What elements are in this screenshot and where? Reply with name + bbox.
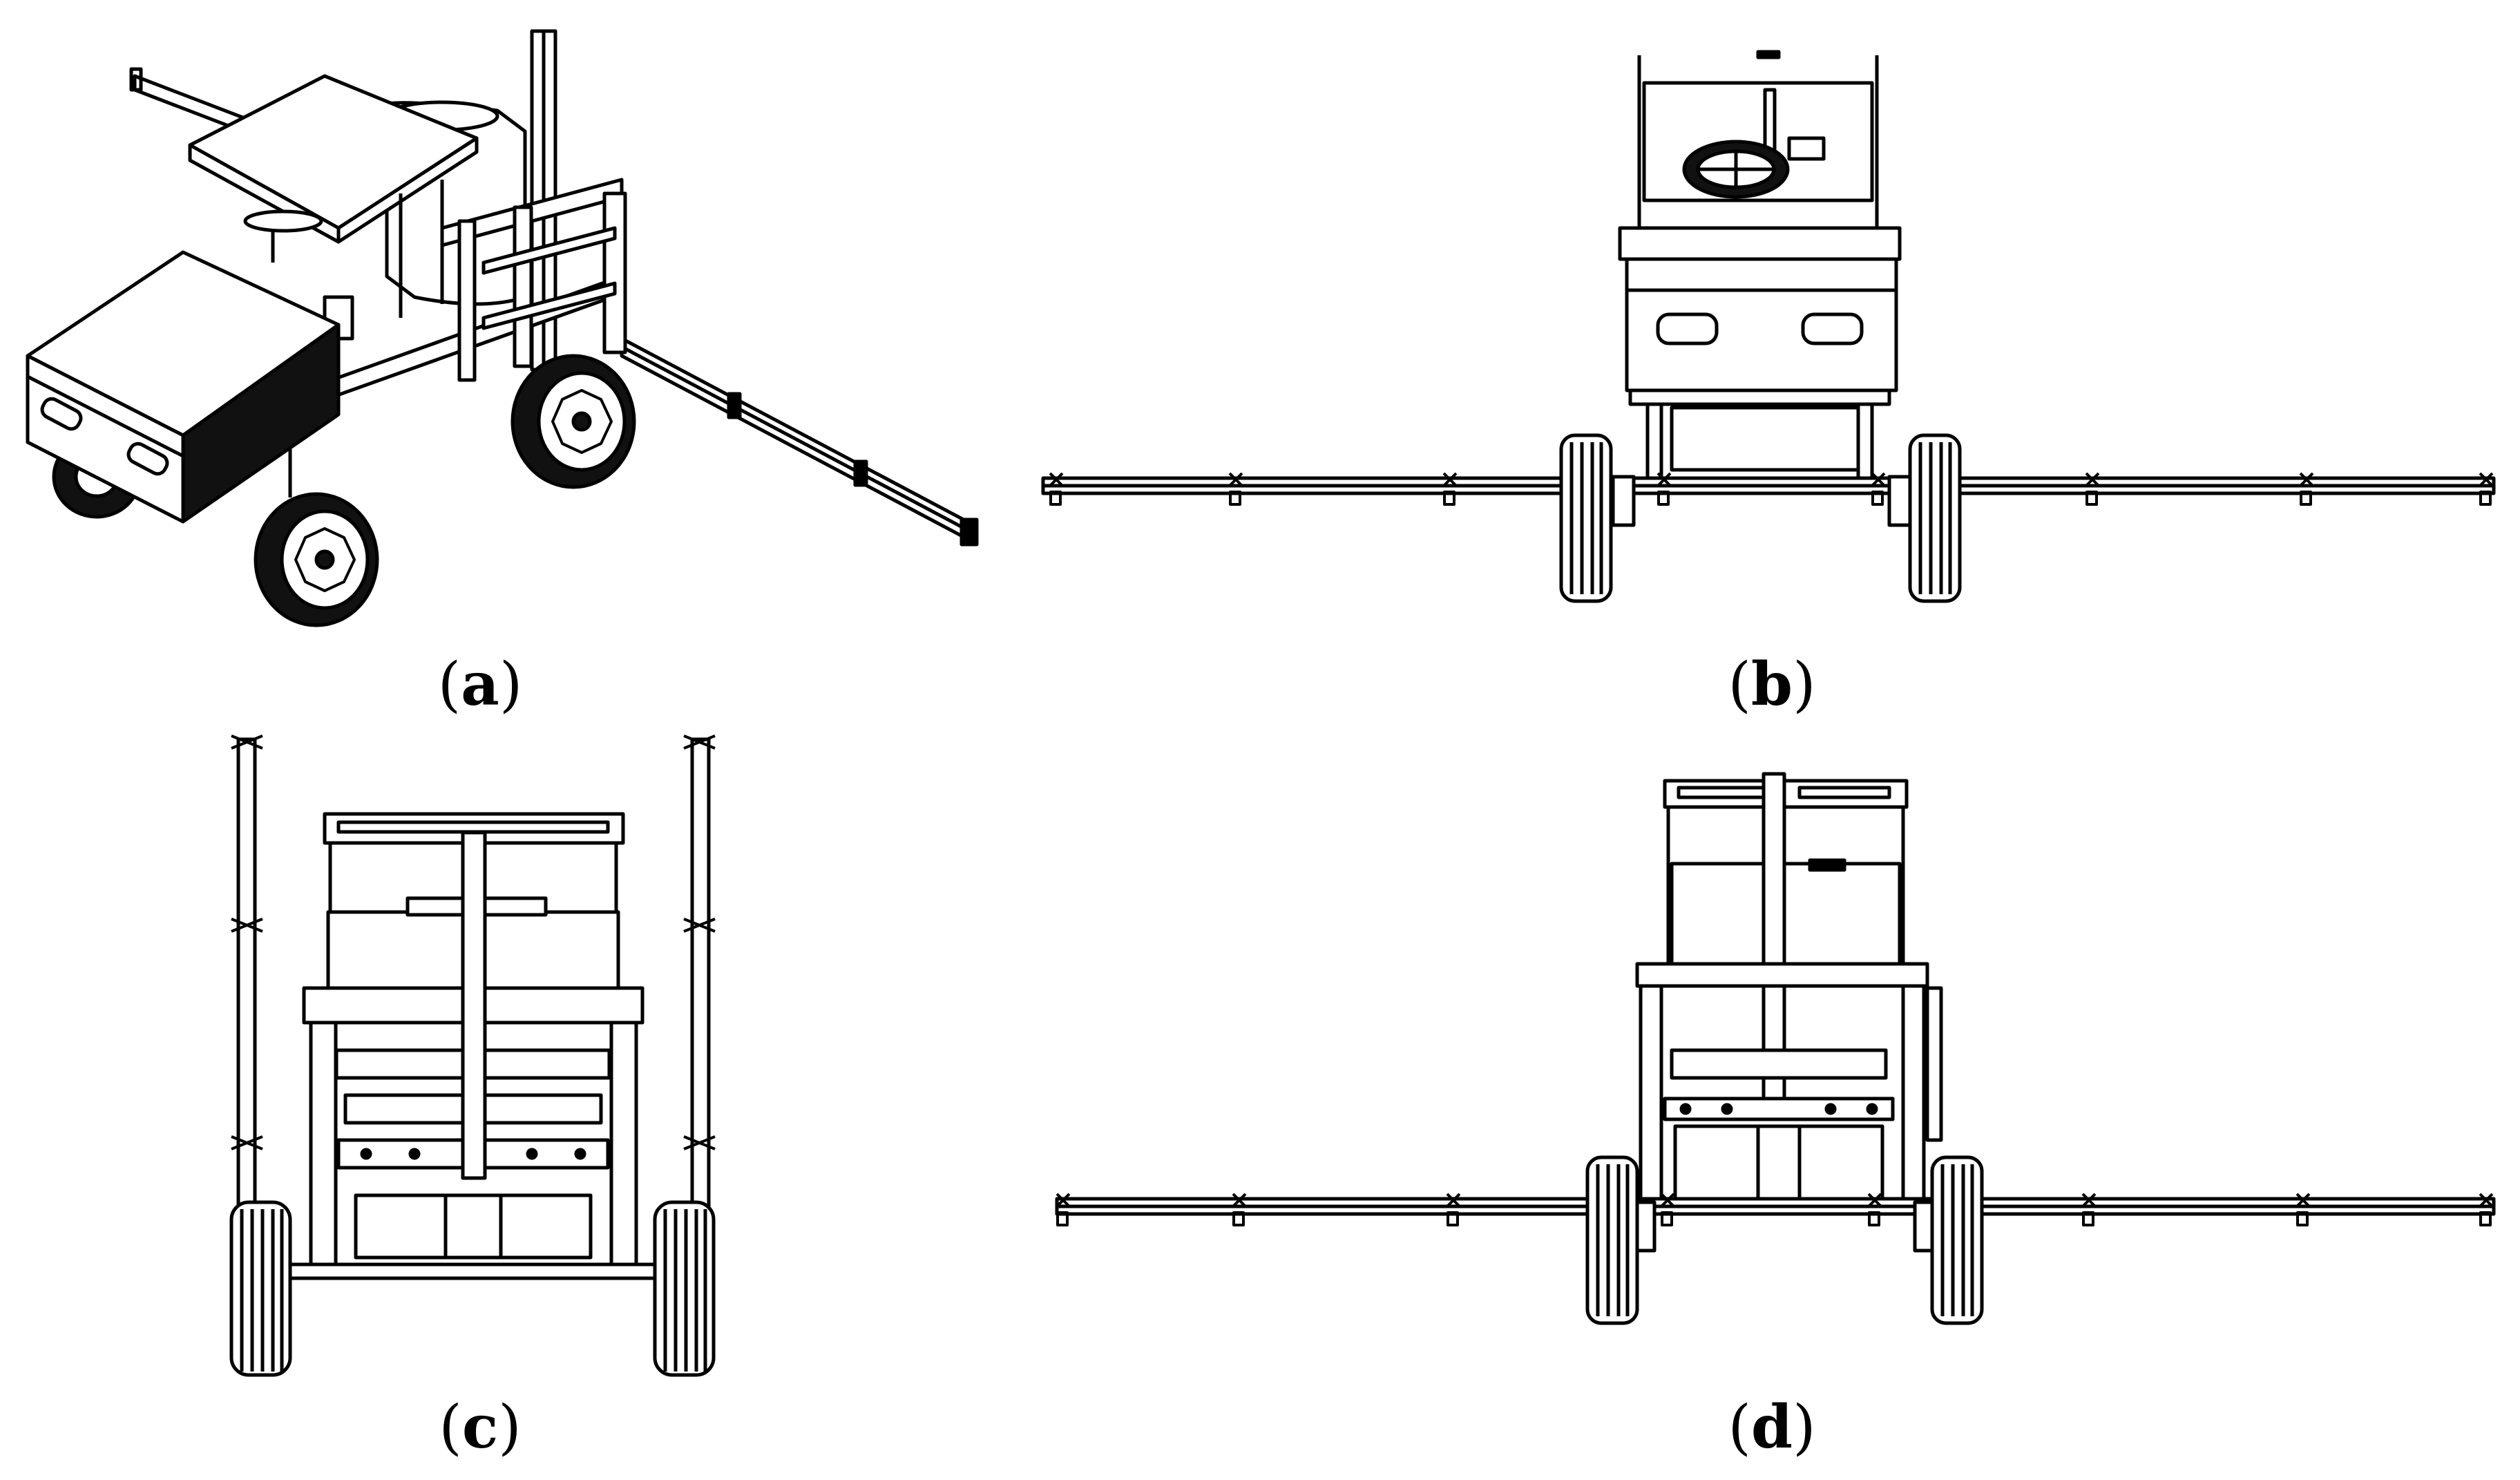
folded-boom-left [231, 734, 263, 1287]
spray-boom-rear [1055, 1197, 2496, 1216]
caption-a-open: ( [437, 650, 461, 719]
spray-boom [1041, 476, 2496, 495]
wheel-front-right [510, 354, 636, 489]
engine-box-front [1618, 226, 1902, 392]
caption-b-open: ( [1728, 650, 1751, 719]
caption-a: (a) [342, 649, 618, 719]
wheels-d [1585, 1155, 1984, 1325]
caption-a-close: ) [499, 650, 523, 719]
caption-a-letter: a [461, 649, 499, 719]
panel-b-front-drawing [1041, 50, 2496, 603]
caption-d-letter: d [1750, 1392, 1793, 1462]
caption-d: (d) [1634, 1392, 1910, 1462]
wheels-b [1559, 433, 1962, 603]
seat-steering [243, 180, 444, 341]
wheel-front-left [254, 449, 379, 627]
boom-right [620, 336, 979, 547]
centre-post [461, 831, 487, 1180]
caption-c: (c) [342, 1392, 618, 1462]
lower-frame [1628, 388, 1891, 489]
caption-c-letter: c [461, 1392, 499, 1462]
caption-c-close: ) [498, 1393, 522, 1462]
caption-d-open: ( [1728, 1393, 1751, 1462]
caption-b-letter: b [1750, 649, 1793, 719]
cab-frame [1637, 50, 1879, 228]
nozzles-b [1049, 472, 2494, 506]
caption-b-close: ) [1793, 650, 1816, 719]
frame-rear [1635, 962, 1943, 1209]
caption-d-close: ) [1793, 1393, 1816, 1462]
steering-wheel [1682, 136, 1826, 199]
wheels-c [229, 1200, 716, 1377]
panel-d-rear-drawing [1055, 772, 2496, 1325]
panel-c-side-drawing [229, 734, 716, 1377]
engine-box [26, 250, 341, 524]
panel-a-isometric-drawing [26, 29, 979, 627]
nozzles-d [1056, 1193, 2494, 1226]
caption-b: (b) [1634, 649, 1910, 719]
caption-c-open: ( [439, 1393, 462, 1462]
chassis-frame [330, 178, 627, 399]
